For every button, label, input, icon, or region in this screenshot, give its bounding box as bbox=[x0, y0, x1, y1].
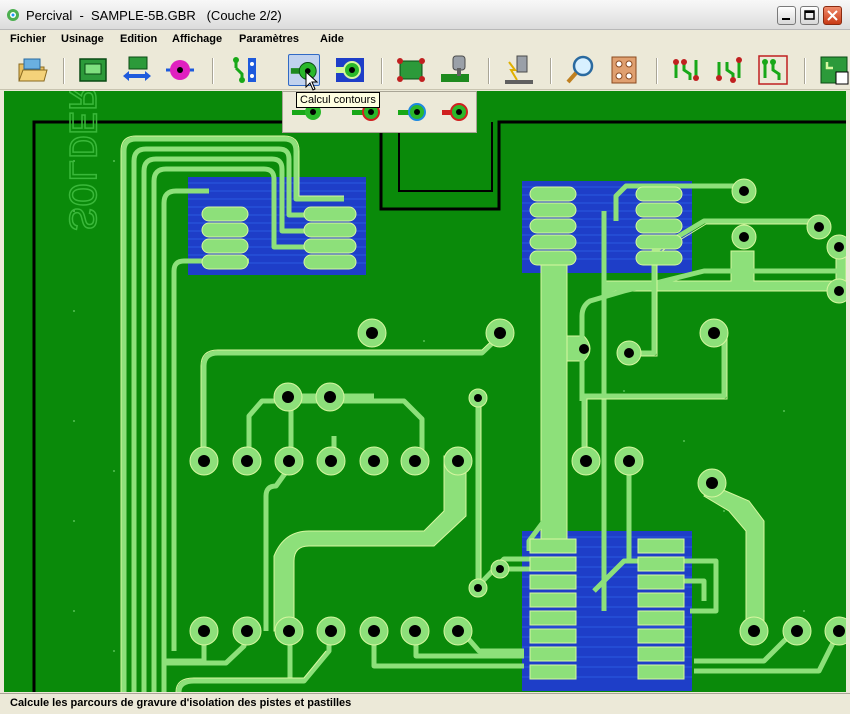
board-outline bbox=[32, 120, 846, 692]
board-icon[interactable] bbox=[77, 54, 109, 86]
circuit-2-icon[interactable] bbox=[713, 54, 745, 86]
circuit-3-icon[interactable] bbox=[757, 54, 789, 86]
menu-bar: Fichier Usinage Edition Affichage Paramè… bbox=[0, 30, 850, 50]
menu-aide[interactable]: Aide bbox=[320, 33, 344, 45]
contour-variant-4-icon[interactable] bbox=[441, 99, 473, 125]
menu-usinage[interactable]: Usinage bbox=[61, 33, 104, 45]
circuit-4-icon[interactable] bbox=[818, 54, 850, 86]
contour-variant-3-icon[interactable] bbox=[397, 99, 429, 125]
menu-fichier[interactable]: Fichier bbox=[10, 33, 47, 45]
maximize-button[interactable] bbox=[800, 6, 819, 25]
toolbar-separator bbox=[550, 58, 552, 84]
drill-icon[interactable] bbox=[439, 54, 471, 86]
board-cutout bbox=[398, 122, 493, 192]
status-text: Calcule les parcours de gravure d'isolat… bbox=[10, 697, 352, 709]
menu-edition[interactable]: Edition bbox=[120, 33, 158, 45]
toolbar bbox=[0, 50, 850, 90]
menu-affichage[interactable]: Affichage bbox=[172, 33, 223, 45]
contour-variant-1-icon[interactable] bbox=[291, 99, 323, 125]
smd-pads-ic2 bbox=[529, 186, 683, 266]
maximize-icon bbox=[804, 10, 815, 20]
contour-flyout bbox=[282, 91, 477, 133]
mouse-cursor-icon bbox=[305, 71, 319, 91]
minimize-icon bbox=[782, 18, 790, 20]
laser-icon[interactable] bbox=[503, 54, 535, 86]
toolbar-separator bbox=[63, 58, 65, 84]
status-bar: Calcule les parcours de gravure d'isolat… bbox=[0, 693, 850, 714]
title-bar[interactable]: Percival - SAMPLE-5B.GBR (Couche 2/2) bbox=[0, 0, 850, 30]
menu-parametres[interactable]: Paramètres bbox=[239, 33, 299, 45]
circuit-1-icon[interactable] bbox=[670, 54, 702, 86]
window-title: Percival - SAMPLE-5B.GBR (Couche 2/2) bbox=[26, 8, 282, 23]
app-logo-icon bbox=[7, 9, 19, 21]
toolbar-separator bbox=[804, 58, 806, 84]
close-icon bbox=[827, 10, 838, 21]
board-background bbox=[4, 91, 846, 692]
smd-pads-ic3 bbox=[529, 538, 685, 680]
pcb-drawing[interactable]: SOLDERSIDE 3-11 bbox=[4, 91, 846, 692]
silkscreen-label: SOLDERSIDE 3-11 bbox=[57, 91, 102, 231]
toolbar-separator bbox=[212, 58, 214, 84]
toolbar-separator bbox=[488, 58, 490, 84]
contour-layer-icon[interactable] bbox=[334, 54, 366, 86]
through-hole-pads bbox=[189, 178, 846, 646]
open-folder-icon[interactable] bbox=[16, 54, 48, 86]
toolbar-separator bbox=[656, 58, 658, 84]
traces-icon[interactable] bbox=[228, 54, 260, 86]
swap-arrows-icon[interactable] bbox=[121, 54, 153, 86]
tooltip: Calcul contours bbox=[296, 92, 380, 108]
toolbar-separator bbox=[381, 58, 383, 84]
smd-pads-ic1 bbox=[201, 206, 357, 270]
magnifier-icon[interactable] bbox=[565, 54, 597, 86]
minimize-button[interactable] bbox=[777, 6, 796, 25]
close-button[interactable] bbox=[823, 6, 842, 25]
pad-magenta-icon[interactable] bbox=[164, 54, 196, 86]
pcb-preview-icon[interactable] bbox=[608, 54, 640, 86]
board-outline-icon[interactable] bbox=[395, 54, 427, 86]
pcb-canvas[interactable]: SOLDERSIDE 3-11 bbox=[4, 91, 846, 692]
